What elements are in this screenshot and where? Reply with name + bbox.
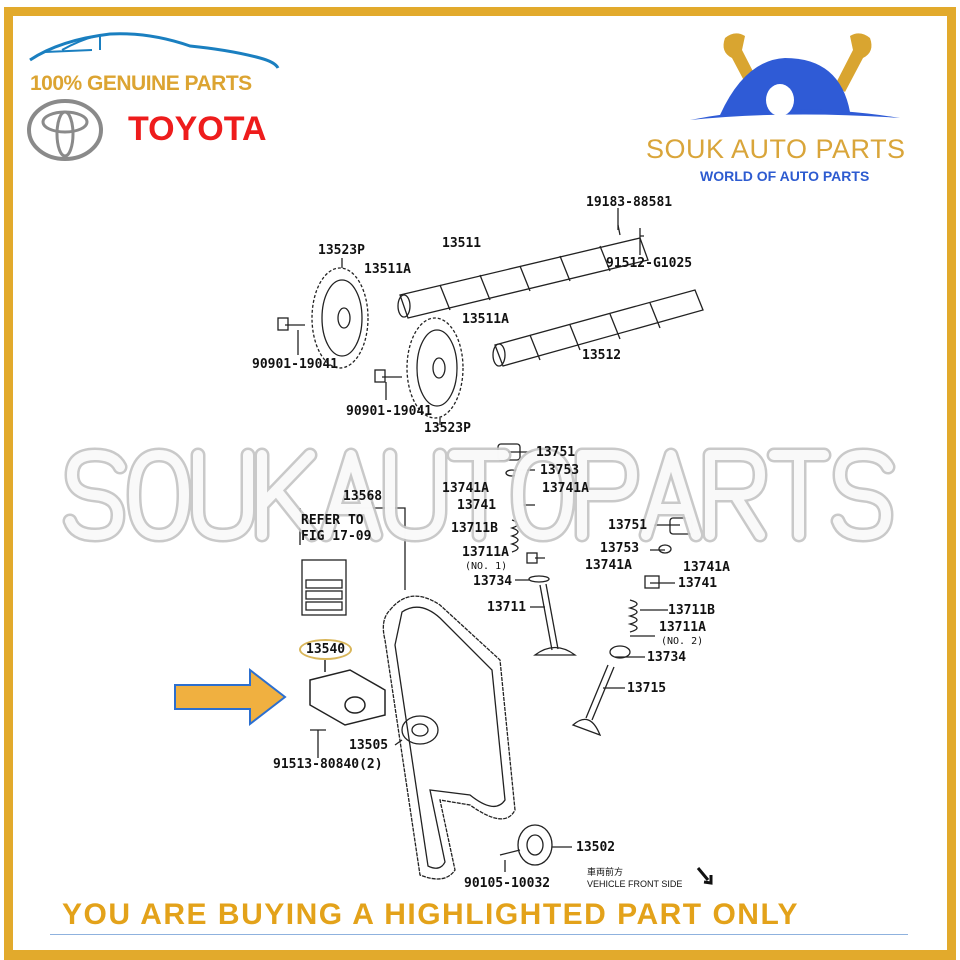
part-label: 13751 bbox=[536, 445, 576, 460]
part-label: 13715 bbox=[627, 681, 667, 696]
toyota-emblem-icon bbox=[27, 99, 103, 161]
part-label: 13711A bbox=[659, 620, 706, 635]
part-label: 13734 bbox=[647, 650, 687, 665]
camshaft-13512 bbox=[492, 289, 704, 367]
divider bbox=[50, 934, 908, 935]
part-label: 13523P bbox=[424, 421, 471, 436]
part-label: 13741A bbox=[442, 481, 489, 496]
highlighted-part-label: 13540 bbox=[299, 639, 353, 660]
souk-logo-icon bbox=[690, 33, 900, 120]
camshaft-13511 bbox=[397, 237, 649, 319]
front-label-cn: 車両前方 bbox=[587, 867, 624, 877]
part-label: (NO. 1) bbox=[465, 561, 508, 572]
part-label: 90901-19041 bbox=[346, 404, 433, 419]
part-label: 13711B bbox=[451, 521, 498, 536]
tensioner-13540 bbox=[309, 660, 386, 726]
part-label: 13741 bbox=[457, 498, 497, 513]
part-label: 13711 bbox=[487, 600, 527, 615]
reference-figure-icon bbox=[301, 559, 347, 616]
highlight-arrow-icon bbox=[174, 667, 287, 727]
shop-name: SOUK AUTO PARTS bbox=[646, 134, 906, 164]
bolt-91513 bbox=[310, 729, 326, 758]
part-label: 91513-80840(2) bbox=[273, 757, 383, 772]
part-label: 13505 bbox=[349, 738, 389, 753]
bolts bbox=[285, 224, 644, 378]
part-label: 13751 bbox=[608, 518, 648, 533]
part-label: REFER TO bbox=[301, 513, 364, 528]
timing-belt-13568 bbox=[382, 595, 516, 880]
part-label: 13753 bbox=[540, 463, 580, 478]
idler-13502 bbox=[517, 824, 572, 866]
part-label: 13512 bbox=[582, 348, 622, 363]
part-label: 13502 bbox=[576, 840, 616, 855]
idler-13505 bbox=[394, 715, 439, 746]
bolt-90105 bbox=[499, 849, 521, 872]
front-arrow-icon bbox=[696, 867, 713, 885]
toyota-wordmark: TOYOTA bbox=[128, 110, 267, 148]
part-label: (NO. 2) bbox=[661, 636, 704, 647]
part-label: 13734 bbox=[473, 574, 513, 589]
part-label: 90105-10032 bbox=[464, 876, 551, 891]
part-label: 13741 bbox=[678, 576, 718, 591]
shop-tagline: WORLD OF AUTO PARTS bbox=[700, 168, 870, 184]
part-label: 13523P bbox=[318, 243, 365, 258]
part-label: 13511 bbox=[442, 236, 482, 251]
gold-frame bbox=[4, 7, 956, 960]
part-label: 19183-88581 bbox=[586, 195, 673, 210]
front-label: VEHICLE FRONT SIDE bbox=[587, 879, 683, 889]
part-label: FIG 17-09 bbox=[301, 529, 372, 544]
highlight-notice: YOU ARE BUYING A HIGHLIGHTED PART ONLY bbox=[62, 898, 800, 931]
part-label: 13511A bbox=[364, 262, 411, 277]
part-label: 13741A bbox=[683, 560, 730, 575]
car-logo-icon bbox=[29, 32, 280, 69]
part-label: 13753 bbox=[600, 541, 640, 556]
sprocket-13523p-lower bbox=[406, 317, 464, 419]
part-label: 13511A bbox=[462, 312, 509, 327]
part-label: 91512-G1025 bbox=[606, 256, 693, 271]
genuine-parts-text: 100% GENUINE PARTS bbox=[30, 72, 252, 95]
part-label: 13711A bbox=[462, 545, 509, 560]
part-label: 13711B bbox=[668, 603, 715, 618]
sprocket-13523p-upper bbox=[311, 267, 369, 369]
part-label: 13741A bbox=[542, 481, 589, 496]
part-label: 90901-19041 bbox=[252, 357, 339, 372]
part-label: 13741A bbox=[585, 558, 632, 573]
part-label: 13568 bbox=[343, 489, 383, 504]
